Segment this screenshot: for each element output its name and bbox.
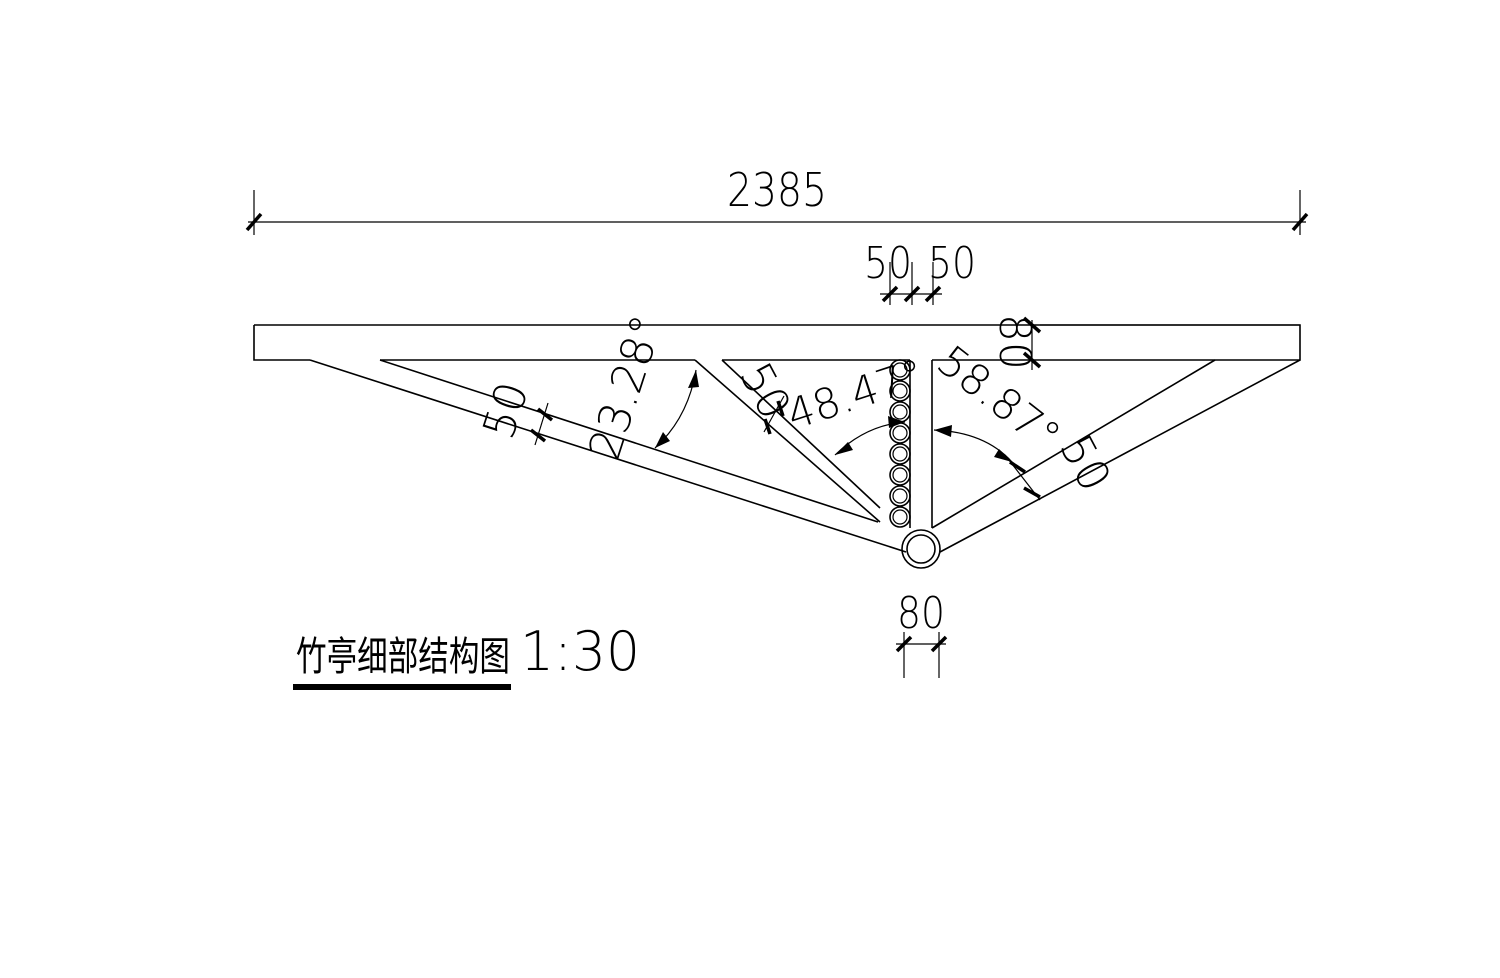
- bamboo-tube: [889, 380, 911, 402]
- bamboo-tube-inner: [892, 404, 908, 420]
- dimension-tick: [245, 212, 263, 232]
- overall-dimension: 2385: [245, 163, 1309, 235]
- dimension-tick: [881, 285, 899, 303]
- bamboo-tube-inner: [892, 509, 908, 525]
- bottom-node: [901, 529, 941, 569]
- inner-web: [694, 359, 881, 523]
- bamboo-tube-inner: [892, 425, 908, 441]
- bamboo-tube: [889, 464, 911, 486]
- right-rafter: [931, 359, 1301, 553]
- rafter-outer-edge: [309, 359, 907, 553]
- bottom-node-inner: [906, 534, 936, 564]
- top-chord-outline: [254, 324, 1301, 361]
- web-edge: [721, 359, 881, 509]
- spacing-dimension: 50 50: [864, 238, 976, 305]
- left-rafter: [309, 359, 907, 553]
- rafter-inner-edge: [379, 359, 879, 523]
- chord-depth-dimension: 80: [989, 314, 1300, 370]
- dimension-tick: [924, 285, 942, 303]
- dimension-tick: [536, 407, 554, 422]
- arrowhead: [934, 425, 952, 437]
- top-chord: [253, 324, 1301, 361]
- bamboo-tube-inner: [892, 467, 908, 483]
- arrowhead: [888, 416, 905, 428]
- bamboo-tube-inner: [892, 362, 908, 378]
- dimension-tick: [1022, 351, 1042, 369]
- left-rafter-width-label: 50: [473, 376, 539, 445]
- drawing-scale: 1:30: [520, 620, 640, 683]
- dimension-tick: [1023, 486, 1041, 499]
- bamboo-tube-inner: [892, 383, 908, 399]
- rafter-inner-edge: [931, 359, 1216, 529]
- bamboo-tube: [889, 506, 911, 528]
- chord-depth-label: 80: [989, 314, 1040, 370]
- dimension-tick: [903, 285, 921, 303]
- dimension-tick: [529, 428, 547, 443]
- bottom-node-outer: [901, 529, 941, 569]
- node-diameter-dimension: 80: [895, 588, 948, 678]
- dimension-tick: [763, 418, 772, 435]
- arrowhead: [994, 449, 1012, 462]
- dimension-tick: [895, 635, 913, 653]
- bamboo-tube: [889, 485, 911, 507]
- dimension-tick: [776, 400, 785, 417]
- web-edge: [694, 359, 881, 523]
- dimension-tick: [1291, 212, 1309, 232]
- bamboo-tube-inner: [892, 446, 908, 462]
- drawing-title-block: 竹亭细部结构图 1:30: [293, 620, 640, 690]
- bamboo-tube: [889, 359, 911, 381]
- dimension-tick: [930, 635, 948, 653]
- bamboo-tube-inner: [892, 488, 908, 504]
- top-chord-left-end: [253, 325, 310, 361]
- drawing-title: 竹亭细部结构图: [296, 634, 510, 680]
- dimension-tick: [1009, 460, 1026, 474]
- dimension-line: [534, 402, 549, 446]
- arrowhead: [688, 370, 699, 388]
- title-underline: [293, 684, 511, 690]
- arrowhead: [835, 442, 853, 455]
- bamboo-tube: [889, 443, 911, 465]
- dimension-tick: [1022, 316, 1042, 334]
- rafter-outer-edge: [939, 359, 1301, 553]
- arrowhead: [655, 432, 670, 448]
- left-spacing-label: 50: [864, 238, 912, 289]
- node-diameter-label: 80: [897, 588, 945, 639]
- stacked-bamboo-tubes: [889, 359, 911, 528]
- overall-width-label: 2385: [727, 163, 827, 217]
- angle-left: 23.28°: [579, 309, 699, 466]
- right-spacing-label: 50: [928, 238, 976, 289]
